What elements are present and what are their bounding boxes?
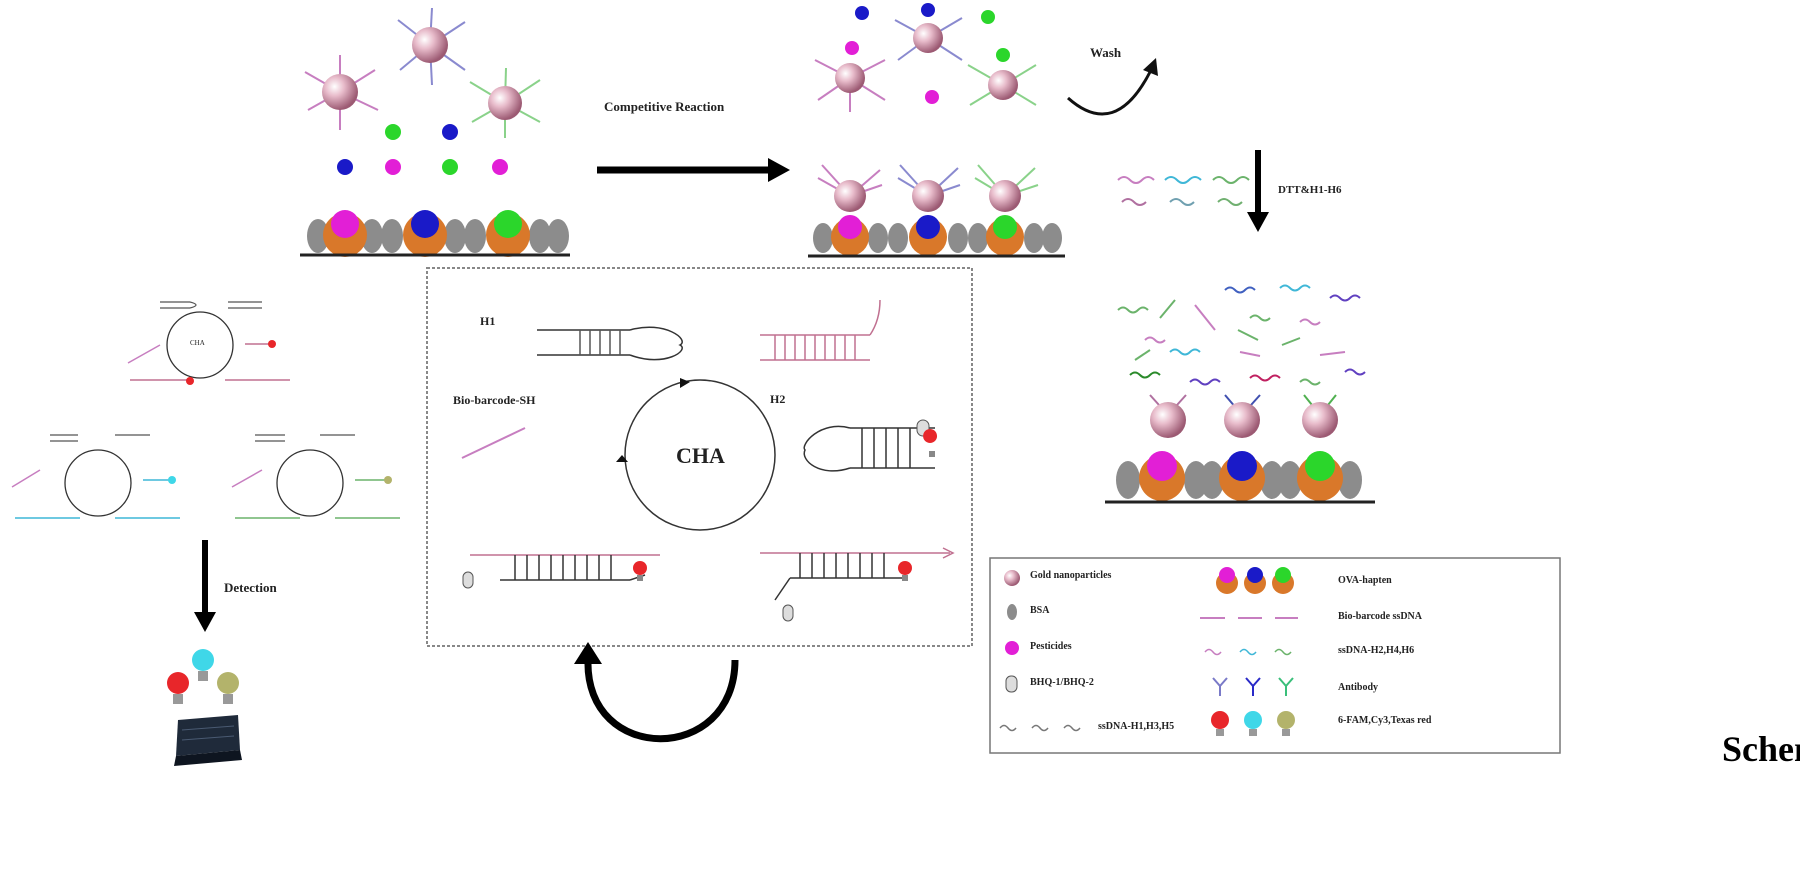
plate-surface bbox=[300, 210, 570, 257]
legend-right-1: OVA-hapten bbox=[1338, 575, 1392, 586]
legend-left-3: Pesticides bbox=[1030, 641, 1072, 652]
bio-barcode-strand bbox=[461, 427, 526, 459]
h1-hairpin bbox=[537, 326, 683, 361]
competitive-reaction-label: Competitive Reaction bbox=[604, 99, 725, 114]
competitive-reaction-arrow bbox=[597, 158, 790, 182]
gold-nanoparticle-free-blue bbox=[397, 7, 466, 86]
h1-label: H1 bbox=[480, 314, 496, 328]
legend-right-5: 6-FAM,Cy3,Texas red bbox=[1338, 715, 1432, 726]
cha-center-label: CHA bbox=[676, 443, 725, 468]
legend-right-2: Bio-barcode ssDNA bbox=[1338, 611, 1422, 622]
mini-cha-right bbox=[231, 434, 400, 519]
legend-left-5: ssDNA-H1,H3,H5 bbox=[1098, 721, 1175, 732]
h2-label: H2 bbox=[770, 392, 786, 406]
olive-bulb-icon bbox=[217, 672, 239, 704]
legend-right-3: ssDNA-H2,H4,H6 bbox=[1338, 645, 1415, 656]
after-competition-panel bbox=[808, 3, 1158, 258]
cha-mechanism-box bbox=[426, 267, 973, 647]
h1-opened-strand bbox=[760, 299, 881, 361]
detector-device-icon bbox=[174, 715, 242, 766]
red-bulb-icon bbox=[167, 672, 189, 704]
detection-arrow bbox=[194, 540, 216, 632]
dtt-arrow bbox=[1247, 150, 1269, 232]
mini-cha-top bbox=[127, 301, 290, 385]
duplex-right bbox=[760, 547, 955, 601]
legend-left-4: BHQ-1/BHQ-2 bbox=[1030, 677, 1094, 688]
cha-loop-arrow bbox=[574, 642, 739, 743]
initial-plate-panel bbox=[300, 7, 570, 257]
mini-cha-left bbox=[11, 434, 180, 519]
detection-output bbox=[167, 649, 242, 766]
pesticide-dots bbox=[337, 124, 508, 175]
detection-label: Detection bbox=[224, 580, 277, 595]
legend-right-4: Antibody bbox=[1338, 682, 1379, 693]
wash-arrow bbox=[1067, 58, 1158, 116]
washed-nanoparticles bbox=[814, 3, 1037, 112]
legend-left-1: Gold nanoparticles bbox=[1030, 570, 1112, 581]
gold-nanoparticle-free-pink bbox=[304, 55, 379, 130]
bio-barcode-sh-label: Bio-barcode-SH bbox=[453, 393, 536, 407]
dtt-strands bbox=[1117, 176, 1250, 206]
duplex-left bbox=[470, 554, 660, 581]
mini-cha-label: CHA bbox=[190, 339, 205, 347]
scheme-caption-fragment: Schem bbox=[1722, 729, 1800, 769]
legend-box bbox=[989, 557, 1561, 754]
plate-after-release bbox=[1105, 394, 1375, 504]
plate-bound-particles bbox=[808, 164, 1065, 258]
cyan-bulb-icon bbox=[192, 649, 214, 681]
gold-nanoparticle-free-green bbox=[469, 67, 541, 138]
cha-cycle bbox=[616, 378, 776, 531]
wash-label: Wash bbox=[1090, 45, 1122, 60]
released-barcode-panel bbox=[1105, 284, 1375, 504]
legend-left-2: BSA bbox=[1030, 605, 1050, 616]
dtt-label: DTT&H1-H6 bbox=[1278, 184, 1342, 196]
